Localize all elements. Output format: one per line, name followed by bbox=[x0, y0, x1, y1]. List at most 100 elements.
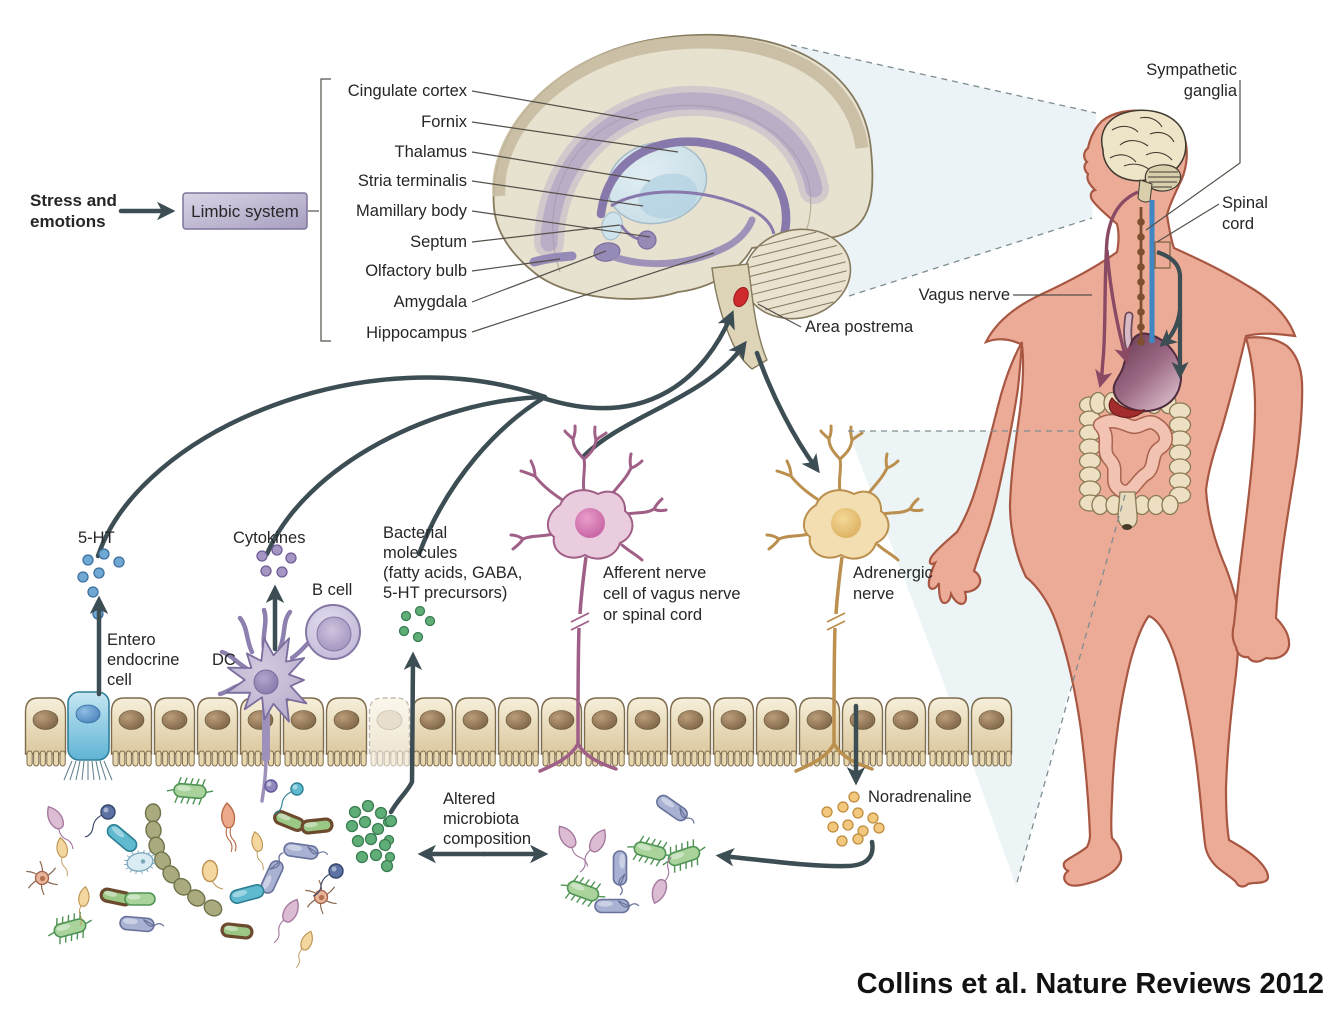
dendrite bbox=[521, 532, 555, 541]
microvilli bbox=[661, 750, 668, 767]
shape bbox=[70, 934, 73, 942]
dendrite bbox=[610, 466, 633, 496]
cell-nucleus bbox=[763, 710, 790, 730]
shape bbox=[651, 856, 672, 905]
microvilli bbox=[254, 750, 261, 767]
microbe-coccus bbox=[264, 779, 278, 793]
cell-nucleus bbox=[806, 710, 833, 730]
shape bbox=[597, 900, 613, 907]
microvilli bbox=[734, 750, 741, 767]
epithelial-cell bbox=[884, 697, 927, 767]
label-septum: Septum bbox=[410, 233, 467, 251]
label-stria-terminalis: Stria terminalis bbox=[358, 172, 467, 190]
shape bbox=[229, 826, 237, 852]
dendrite bbox=[628, 452, 633, 470]
dc-process-tip bbox=[260, 754, 268, 803]
microbe-rod bbox=[124, 892, 156, 906]
label-altered-line2: microbiota bbox=[443, 810, 520, 828]
wedge-brain-fill bbox=[791, 45, 1096, 296]
stress-label-line2: emotions bbox=[30, 212, 106, 231]
cell-body bbox=[368, 697, 411, 755]
dendrite bbox=[785, 459, 793, 478]
dot bbox=[852, 807, 864, 819]
microvilli bbox=[33, 750, 40, 767]
dot bbox=[285, 552, 297, 564]
cell-nucleus bbox=[634, 710, 661, 730]
shape bbox=[656, 840, 662, 847]
label-spinal-line1: Spinal bbox=[1222, 194, 1268, 212]
microvilli bbox=[155, 750, 162, 767]
dot bbox=[276, 566, 288, 578]
shape bbox=[256, 850, 264, 871]
shape bbox=[122, 918, 138, 925]
dendrite bbox=[571, 437, 586, 461]
microvilli bbox=[949, 750, 956, 767]
spinal-segment-box bbox=[1154, 241, 1171, 269]
microvilli bbox=[469, 750, 476, 767]
ganglion-dot bbox=[1137, 293, 1145, 301]
shape bbox=[47, 931, 55, 937]
afferent-to-brainstem-arrow bbox=[581, 340, 747, 459]
projection-dashes bbox=[790, 44, 1126, 887]
microvilli bbox=[942, 750, 949, 767]
text-labels: Stress and emotions Limbic system Cingul… bbox=[30, 61, 1324, 1000]
microvilli bbox=[456, 750, 463, 767]
shape bbox=[180, 796, 185, 804]
microvilli bbox=[671, 750, 678, 767]
signal-flow-arrows bbox=[95, 201, 820, 559]
cilia bbox=[95, 760, 101, 781]
shape bbox=[633, 841, 667, 861]
microvilli bbox=[635, 750, 642, 767]
shape bbox=[685, 862, 687, 869]
shape bbox=[277, 813, 291, 821]
shape bbox=[141, 870, 143, 874]
shape bbox=[145, 869, 149, 873]
microvilli bbox=[542, 750, 549, 767]
microvilli bbox=[704, 750, 711, 767]
dot bbox=[87, 586, 99, 598]
dendrite bbox=[509, 533, 525, 541]
shape bbox=[205, 790, 214, 794]
microvilli bbox=[532, 750, 539, 767]
microvilli bbox=[972, 750, 979, 767]
shape bbox=[192, 797, 197, 805]
shape bbox=[84, 814, 103, 838]
dendrite bbox=[593, 425, 598, 442]
sympathetic-ganglia-dots bbox=[1137, 218, 1145, 346]
shape bbox=[195, 778, 200, 786]
label-bacterial-line1: Bacterial bbox=[383, 524, 447, 542]
shape bbox=[106, 823, 138, 853]
area-postrema-marker bbox=[733, 286, 749, 308]
cilia bbox=[81, 760, 85, 781]
vagus-nerve-path bbox=[1095, 190, 1139, 389]
microbe-teardrop bbox=[579, 828, 607, 873]
shape bbox=[576, 896, 582, 903]
brainstem-to-adrenergic-arrow bbox=[754, 350, 820, 474]
shape bbox=[573, 874, 579, 882]
shape bbox=[211, 880, 224, 890]
epithelial-cell bbox=[24, 697, 67, 767]
microvilli bbox=[310, 750, 318, 767]
thalamus-inner bbox=[638, 173, 698, 219]
shape bbox=[681, 843, 683, 850]
ganglion-dot bbox=[1137, 233, 1145, 241]
rectum-tip bbox=[1122, 524, 1132, 530]
microvilli bbox=[138, 750, 146, 767]
microvilli bbox=[906, 750, 913, 767]
microvilli bbox=[327, 750, 334, 767]
shape bbox=[307, 846, 329, 856]
shape bbox=[558, 825, 589, 867]
dot bbox=[380, 859, 394, 873]
microvilli bbox=[439, 750, 447, 767]
shape bbox=[152, 858, 157, 861]
microvilli bbox=[390, 750, 397, 767]
nucleus bbox=[575, 508, 605, 538]
dendritic-cell bbox=[217, 607, 321, 803]
shape bbox=[290, 782, 304, 796]
shape bbox=[670, 852, 685, 860]
microvilli bbox=[863, 750, 870, 767]
shape bbox=[176, 785, 191, 792]
microbe-rod bbox=[300, 817, 334, 835]
label-cingulate-cortex: Cingulate cortex bbox=[348, 82, 468, 100]
dot bbox=[842, 819, 854, 831]
